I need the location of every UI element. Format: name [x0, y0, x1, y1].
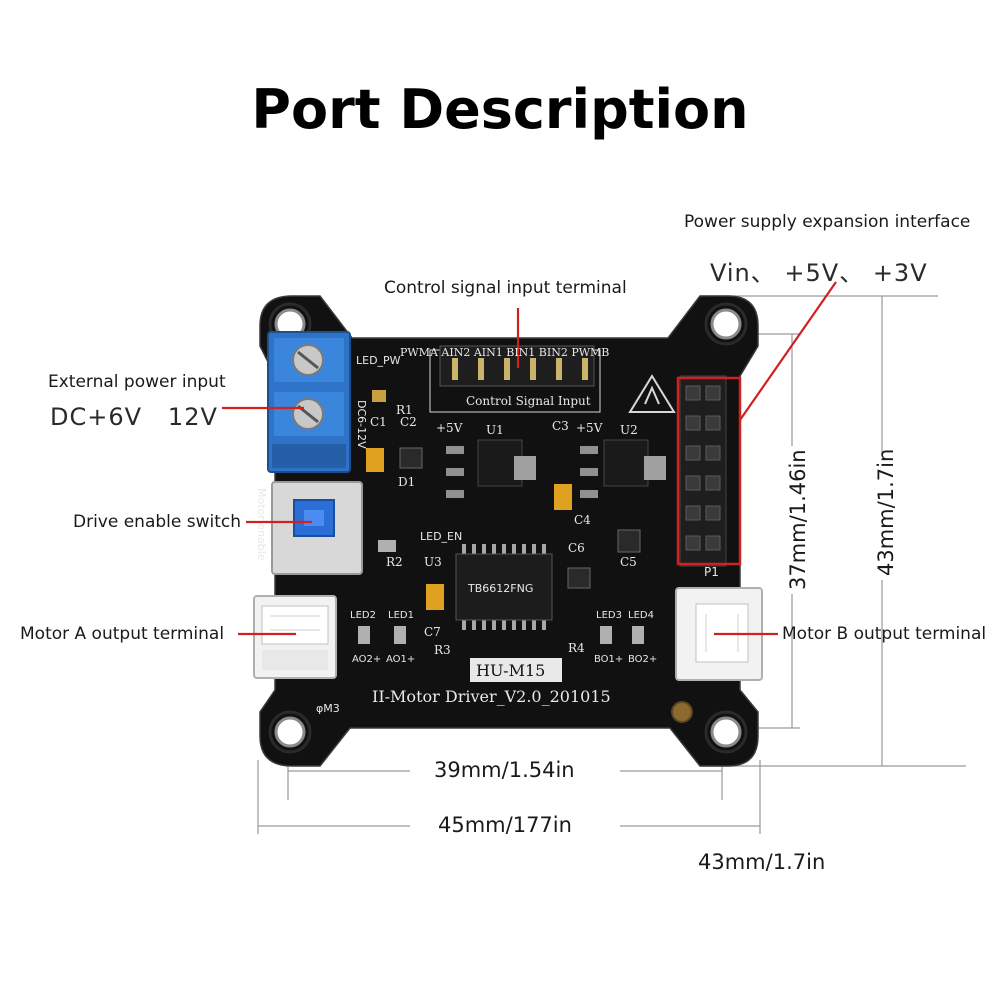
dim-outer-height: 43mm/1.7in	[874, 449, 898, 580]
silk-phi-m3: φM3	[316, 702, 340, 715]
dim-depth: 43mm/1.7in	[698, 850, 826, 874]
drive-enable-label: Drive enable switch	[73, 512, 242, 532]
silk-u1: U1	[486, 423, 504, 437]
power-expansion-label: Power supply expansion interface	[684, 212, 971, 232]
silk-led1: LED1	[388, 610, 414, 621]
silk-c7: C7	[424, 625, 441, 639]
silk-c4: C4	[574, 513, 591, 527]
silk-r2: R2	[386, 555, 403, 569]
silk-r1: R1	[396, 403, 413, 417]
power-expansion-highlight	[676, 376, 742, 566]
silk-r3: R3	[434, 643, 451, 657]
mounting-hole-icon	[274, 308, 742, 748]
pcb-board	[259, 295, 759, 767]
leds	[358, 540, 644, 644]
silk-header-pins: PWMA AIN2 AIN1 BIN1 BIN2 PWMB	[400, 346, 609, 359]
dim-inner-height: 37mm/1.46in	[786, 446, 810, 594]
silk-plus5v-b: +5V	[576, 421, 603, 435]
silk-led-en: LED_EN	[420, 530, 462, 543]
silk-side-power: DC6-12V	[355, 400, 368, 449]
silk-c2: C2	[400, 415, 417, 429]
silk-led3: LED3	[596, 610, 622, 621]
dim-outer-width: 45mm/177in	[434, 813, 576, 837]
external-power-label: External power input	[48, 372, 226, 392]
power-expansion-values: Vin、 +5V、 +3V	[710, 259, 928, 287]
silk-c6: C6	[568, 541, 585, 555]
callout-lines	[222, 281, 837, 636]
silk-r4: R4	[568, 641, 585, 655]
capacitors	[366, 390, 641, 610]
silk-board-name: II-Motor Driver_V2.0_201015	[372, 687, 611, 706]
regulators	[446, 439, 666, 498]
silk-header-label: Control Signal Input	[466, 394, 591, 408]
silk-ao1: AO1+	[386, 654, 415, 665]
silk-side-enable: Motor enable	[255, 488, 268, 561]
silk-c1: C1	[370, 415, 387, 429]
silk-led-pw: LED_PW	[356, 354, 401, 367]
external-power-values: DC+6V 12V	[50, 403, 218, 431]
screw-terminal-icon	[267, 331, 351, 473]
motor-a-connector	[253, 595, 337, 679]
power-expansion-header	[676, 375, 742, 567]
esd-warning-icon	[628, 374, 676, 413]
silk-model: HU-M15	[476, 661, 545, 680]
silk-d1: D1	[398, 475, 415, 489]
silk-c5: C5	[620, 555, 637, 569]
silk-led4: LED4	[628, 610, 654, 621]
motor-b-label: Motor B output terminal	[782, 624, 987, 644]
control-signal-label: Control signal input terminal	[384, 278, 627, 298]
silk-chip: TB6612FNG	[467, 582, 533, 595]
silk-bo1: BO1+	[594, 654, 623, 665]
silk-bo2: BO2+	[628, 654, 657, 665]
silk-c3: C3	[552, 419, 569, 433]
silk-u2: U2	[620, 423, 638, 437]
silk-plus5v-a: +5V	[436, 421, 463, 435]
silk-ao2: AO2+	[352, 654, 381, 665]
silk-u3: U3	[424, 555, 442, 569]
driver-chip	[455, 544, 553, 630]
silk-led2: LED2	[350, 610, 376, 621]
push-switch-icon	[271, 481, 363, 575]
silk-p1: P1	[704, 565, 719, 579]
page-title: Port Description	[251, 78, 749, 141]
motor-a-label: Motor A output terminal	[20, 624, 225, 644]
dim-inner-width: 39mm/1.54in	[430, 758, 579, 782]
